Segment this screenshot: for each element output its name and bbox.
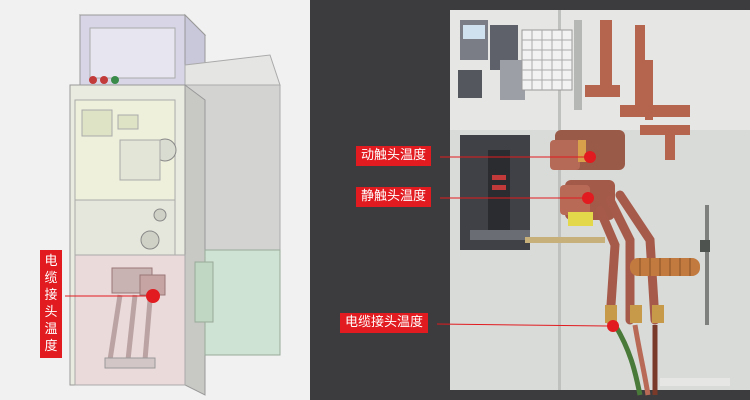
cable-joint-hotspot-icon [607,320,619,332]
moving-contact-hotspot-icon [584,151,596,163]
static-contact-hotspot-icon [582,192,594,204]
static-contact-temp-label: 静触头温度 [356,187,432,207]
cable-joint-hotspot-icon [146,289,160,303]
section-drawing [436,10,750,396]
cabinet-3d-view: 电缆接头温度 [0,0,310,400]
cabinet-section-view: 动触头温度 静触头温度 电缆接头温度 [310,0,750,400]
moving-contact-temp-label: 动触头温度 [356,146,432,166]
indicator-light-icon [111,76,119,84]
cable-joint-temp-label-left: 电缆接头温度 [40,250,62,358]
pointer-line [436,323,608,327]
cabinet-3d-drawing [65,13,281,396]
indicator-light-icon [100,76,108,84]
indicator-light-icon [89,76,97,84]
cable-joint-temp-label-right: 电缆接头温度 [340,313,429,333]
